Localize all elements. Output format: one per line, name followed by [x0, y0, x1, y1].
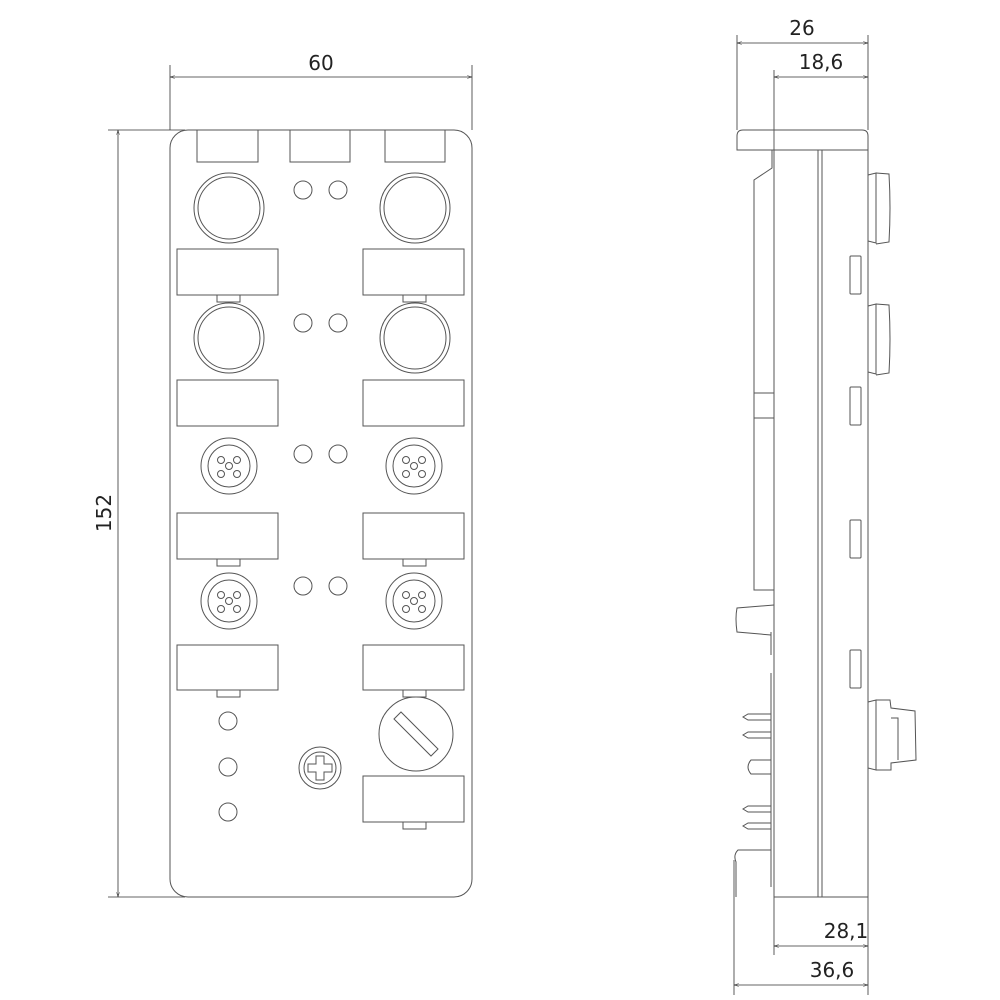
label-plate — [362, 775, 465, 823]
width-dimension: 60 — [170, 51, 472, 130]
rotary-switch — [378, 696, 454, 772]
side-body — [773, 149, 869, 898]
m12-port-row-1 — [176, 172, 465, 303]
bottom-dimensions: 28,1 36,6 — [734, 860, 868, 995]
dim-28-1: 28,1 — [824, 919, 869, 943]
front-view: 60 152 — [92, 51, 472, 897]
top-dimensions: 26 18,6 — [737, 16, 868, 150]
height-dim-label: 152 — [92, 494, 116, 532]
top-tab — [384, 129, 446, 163]
height-dimension: 152 — [92, 130, 185, 897]
mount-clip — [735, 604, 775, 636]
contact-pins — [734, 713, 771, 897]
side-connectors — [849, 172, 917, 771]
status-leds — [218, 711, 238, 822]
m8-port-row-4 — [176, 572, 465, 698]
dim-18-6: 18,6 — [799, 50, 844, 74]
top-flange — [736, 129, 869, 151]
back-plate — [753, 150, 774, 591]
top-tab — [196, 129, 259, 163]
top-tab — [289, 129, 351, 163]
dim-26: 26 — [789, 16, 814, 40]
side-view: 26 18,6 28,1 36,6 — [734, 16, 917, 995]
width-dim-label: 60 — [308, 51, 333, 75]
ground-screw-icon — [298, 746, 342, 790]
m8-port-row-3 — [176, 437, 465, 567]
dim-36-6: 36,6 — [810, 958, 855, 982]
m12-port-row-2 — [176, 302, 465, 427]
label-tab — [402, 821, 427, 830]
